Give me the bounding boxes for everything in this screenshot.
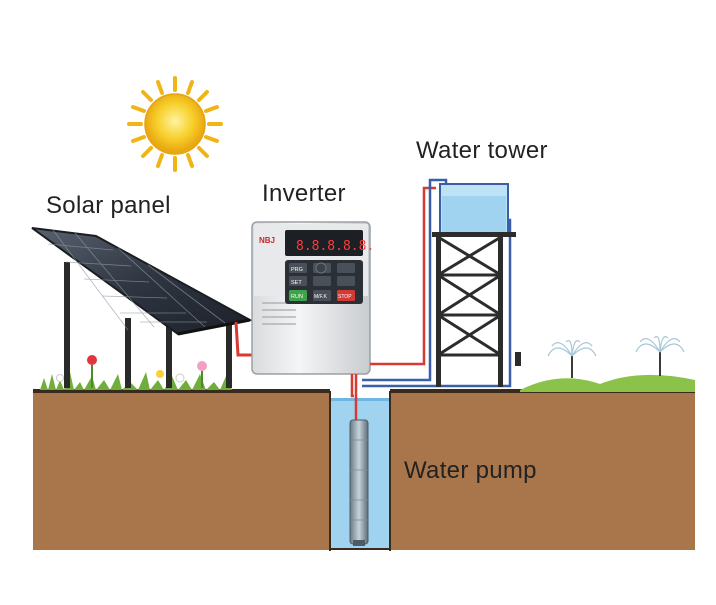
inverter-key-mfk: M/F.K [314, 294, 327, 300]
inverter-key-set: SET [291, 280, 302, 286]
water-pump-label: Water pump [404, 457, 537, 484]
inverter-display: 8.8.8.8.8. [296, 239, 374, 254]
sun-icon [127, 76, 223, 172]
inverter-key-run: RUN [291, 294, 303, 300]
inverter-brand: NBJ [259, 236, 275, 245]
sprinkler-icon-1 [547, 340, 597, 378]
sprinkler-icon-2 [635, 336, 685, 376]
inverter-label: Inverter [262, 180, 346, 207]
wire-inverter-pump [350, 374, 358, 420]
solar-panel-label: Solar panel [46, 192, 171, 219]
inverter-key-prg: PRG [291, 267, 303, 273]
water-tower [432, 183, 521, 387]
inverter-key-stop: STOP [338, 294, 352, 300]
grass-left [40, 355, 232, 390]
grass-right [520, 374, 695, 392]
solar-panel [31, 227, 253, 388]
water-tower-label: Water tower [416, 137, 548, 164]
inverter-device [251, 221, 371, 375]
ground [33, 389, 695, 551]
submersible-pump [349, 419, 369, 546]
